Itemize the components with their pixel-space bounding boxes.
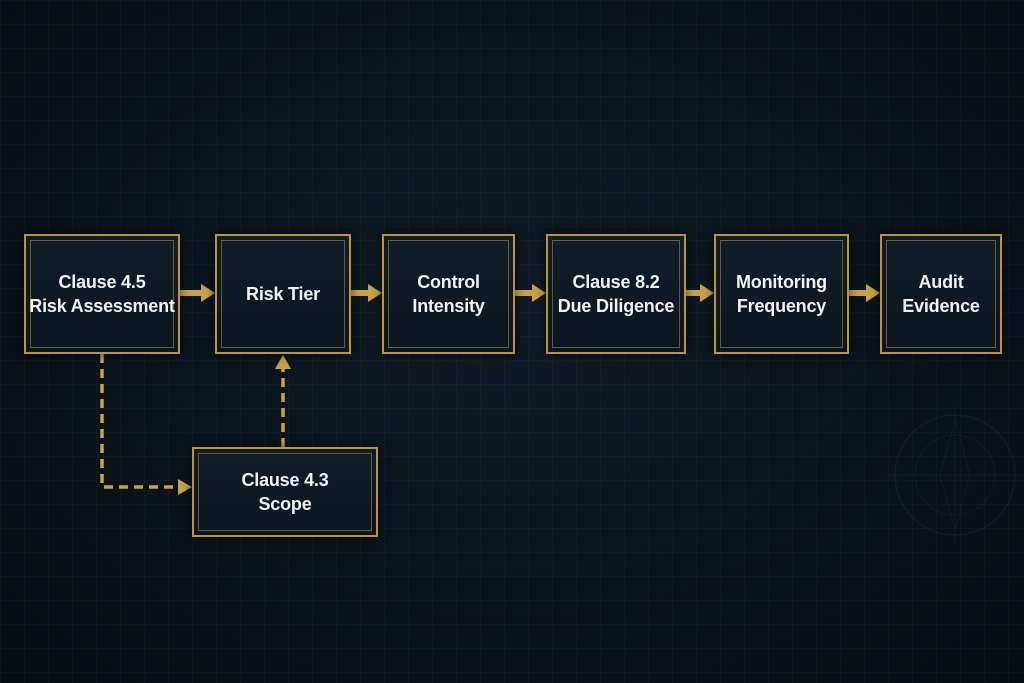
node-label-line2: Intensity [412, 296, 485, 316]
dashed-arrow-scope-to-risk-tier [275, 355, 291, 447]
node-label-line2: Frequency [736, 296, 827, 316]
node-monitoring-frequency: Monitoring Frequency [714, 234, 849, 354]
node-clause-4-5-risk-assessment: Clause 4.5 Risk Assessment [24, 234, 180, 354]
node-label-line1: Risk Tier [246, 284, 320, 304]
node-audit-evidence: Audit Evidence [880, 234, 1002, 354]
node-clause-4-3-scope: Clause 4.3 Scope [192, 447, 378, 537]
node-label-line2: Risk Assessment [29, 296, 175, 316]
node-clause-8-2-due-diligence: Clause 8.2 Due Diligence [546, 234, 686, 354]
arrow-control-intensity-to-due-diligence [515, 284, 546, 302]
node-label-line2: Evidence [902, 296, 980, 316]
node-label-line1: Control [417, 272, 480, 292]
node-label-line1: Monitoring [736, 272, 827, 292]
node-label-line2: Due Diligence [557, 296, 675, 316]
compass-watermark-icon [885, 405, 1024, 545]
arrow-risk-tier-to-control-intensity [351, 284, 382, 302]
arrow-monitoring-frequency-to-audit-evidence [849, 284, 880, 302]
arrow-risk-assessment-to-risk-tier [180, 284, 215, 302]
node-label-line1: Clause 8.2 [572, 272, 660, 292]
arrow-due-diligence-to-monitoring-frequency [686, 284, 714, 302]
node-label-line1: Clause 4.3 [241, 470, 329, 490]
node-label-line1: Audit [918, 272, 964, 292]
node-control-intensity: Control Intensity [382, 234, 515, 354]
node-label-line2: Scope [258, 494, 312, 514]
node-risk-tier: Risk Tier [215, 234, 351, 354]
dashed-arrow-risk-assessment-to-scope [100, 354, 192, 495]
node-label-line1: Clause 4.5 [58, 272, 146, 292]
